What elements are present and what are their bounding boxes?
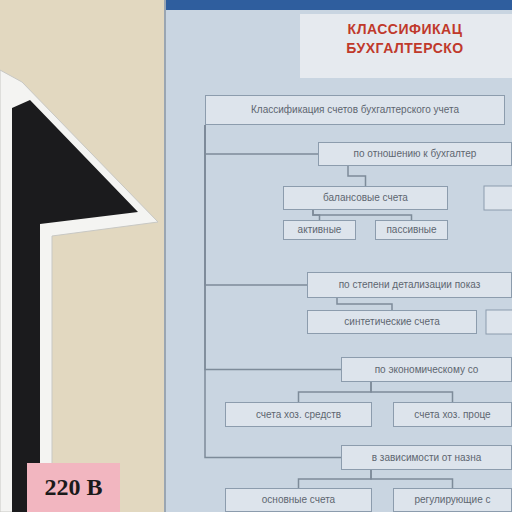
box-label: счета хоз. проце xyxy=(414,409,490,421)
tree-connector xyxy=(348,166,366,186)
title-plate xyxy=(300,14,512,78)
classification-box: пассивные xyxy=(375,220,448,240)
classification-box: по экономическому со xyxy=(341,357,512,382)
classification-box: Классификация счетов бухгалтерского учет… xyxy=(205,95,505,125)
box-label: синтетические счета xyxy=(344,316,439,328)
poster-title: КЛАССИФИКАЦ БУХГАЛТЕРСКО xyxy=(315,20,495,58)
box-label: в зависимости от назна xyxy=(372,452,481,464)
classification-box: активные xyxy=(283,220,356,240)
box-label: основные счета xyxy=(262,494,335,506)
classification-box: регулирующие с xyxy=(393,488,512,512)
tree-connector xyxy=(313,210,412,220)
box-label: 220 В xyxy=(44,474,102,502)
poster-panel xyxy=(165,0,512,512)
box-label: по отношению к бухгалтер xyxy=(354,148,477,160)
tree-connector xyxy=(371,382,453,402)
poster-edge xyxy=(164,0,166,512)
box-label: по экономическому со xyxy=(375,364,479,376)
tree-connector xyxy=(337,298,392,310)
tree-connector xyxy=(299,470,372,488)
classification-box: в зависимости от назна xyxy=(341,445,512,470)
cut-box xyxy=(484,186,512,210)
arrow-sign xyxy=(12,100,138,512)
classification-box: синтетические счета xyxy=(307,310,477,334)
box-label: счета хоз. средств xyxy=(256,409,341,421)
box-label: пассивные xyxy=(386,224,436,236)
box-label: по степени детализации показ xyxy=(339,279,481,291)
arrow-outline xyxy=(0,70,158,512)
box-label: регулирующие с xyxy=(414,494,490,506)
voltage-sign: 220 В xyxy=(27,463,120,512)
classification-box: счета хоз. проце xyxy=(393,402,512,427)
classification-box: балансовые счета xyxy=(283,186,448,210)
poster-top-bar xyxy=(165,0,512,10)
cut-box xyxy=(486,310,512,334)
box-label: балансовые счета xyxy=(323,192,408,204)
tree-connector xyxy=(205,125,318,154)
tree-connector xyxy=(299,382,372,402)
wall xyxy=(0,0,165,512)
box-label: Классификация счетов бухгалтерского учет… xyxy=(251,104,459,116)
classification-box: по отношению к бухгалтер xyxy=(318,142,512,166)
box-label: активные xyxy=(298,224,342,236)
classification-box: по степени детализации показ xyxy=(307,272,512,298)
classification-box: основные счета xyxy=(225,488,372,512)
tree-connector xyxy=(371,470,453,488)
classification-box: счета хоз. средств xyxy=(225,402,372,427)
